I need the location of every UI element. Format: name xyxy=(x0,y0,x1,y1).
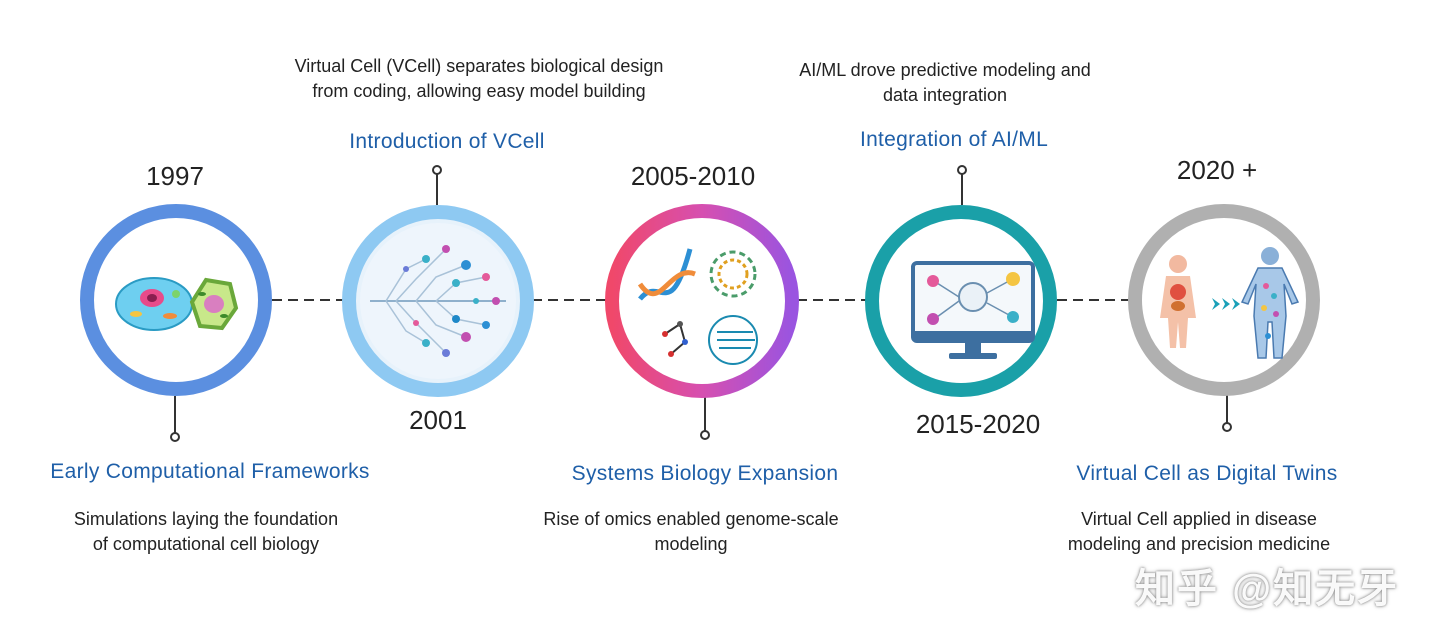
pin-2 xyxy=(432,165,442,175)
milestone-circle-2015-2020 xyxy=(865,205,1057,397)
milestone-title-2: Introduction of VCell xyxy=(349,130,545,153)
year-label-1: 1997 xyxy=(146,161,204,191)
watermark: 知乎 @知无牙 xyxy=(1135,567,1400,611)
molecule-icon xyxy=(637,248,758,365)
milestone-title-3: Systems Biology Expansion xyxy=(571,462,839,485)
milestone-title-4: Integration of AI/ML xyxy=(859,128,1049,151)
year-label-2: 2001 xyxy=(409,405,467,435)
human-body-icon xyxy=(1160,247,1300,359)
milestone-title-5: Virtual Cell as Digital Twins xyxy=(1076,462,1338,485)
milestone-circle-1997 xyxy=(80,204,272,396)
cell-icon xyxy=(115,277,239,331)
milestone-circle-2005-2010 xyxy=(605,204,799,398)
pin-5 xyxy=(1222,422,1232,432)
year-label-4: 2015-2020 xyxy=(915,409,1041,439)
neural-network-icon xyxy=(360,223,516,379)
pin-1 xyxy=(170,432,180,442)
computer-icon xyxy=(911,261,1035,359)
year-label-3: 2005-2010 xyxy=(630,161,756,191)
milestone-circle-2001 xyxy=(342,205,534,397)
year-label-5: 2020 + xyxy=(1176,155,1258,185)
milestone-title-1: Early Computational Frameworks xyxy=(50,460,370,483)
milestone-desc-2: Virtual Cell (VCell) separates biologica… xyxy=(294,56,664,101)
pin-3 xyxy=(700,430,710,440)
pin-4 xyxy=(957,165,967,175)
milestone-circle-2020-plus xyxy=(1128,204,1320,396)
